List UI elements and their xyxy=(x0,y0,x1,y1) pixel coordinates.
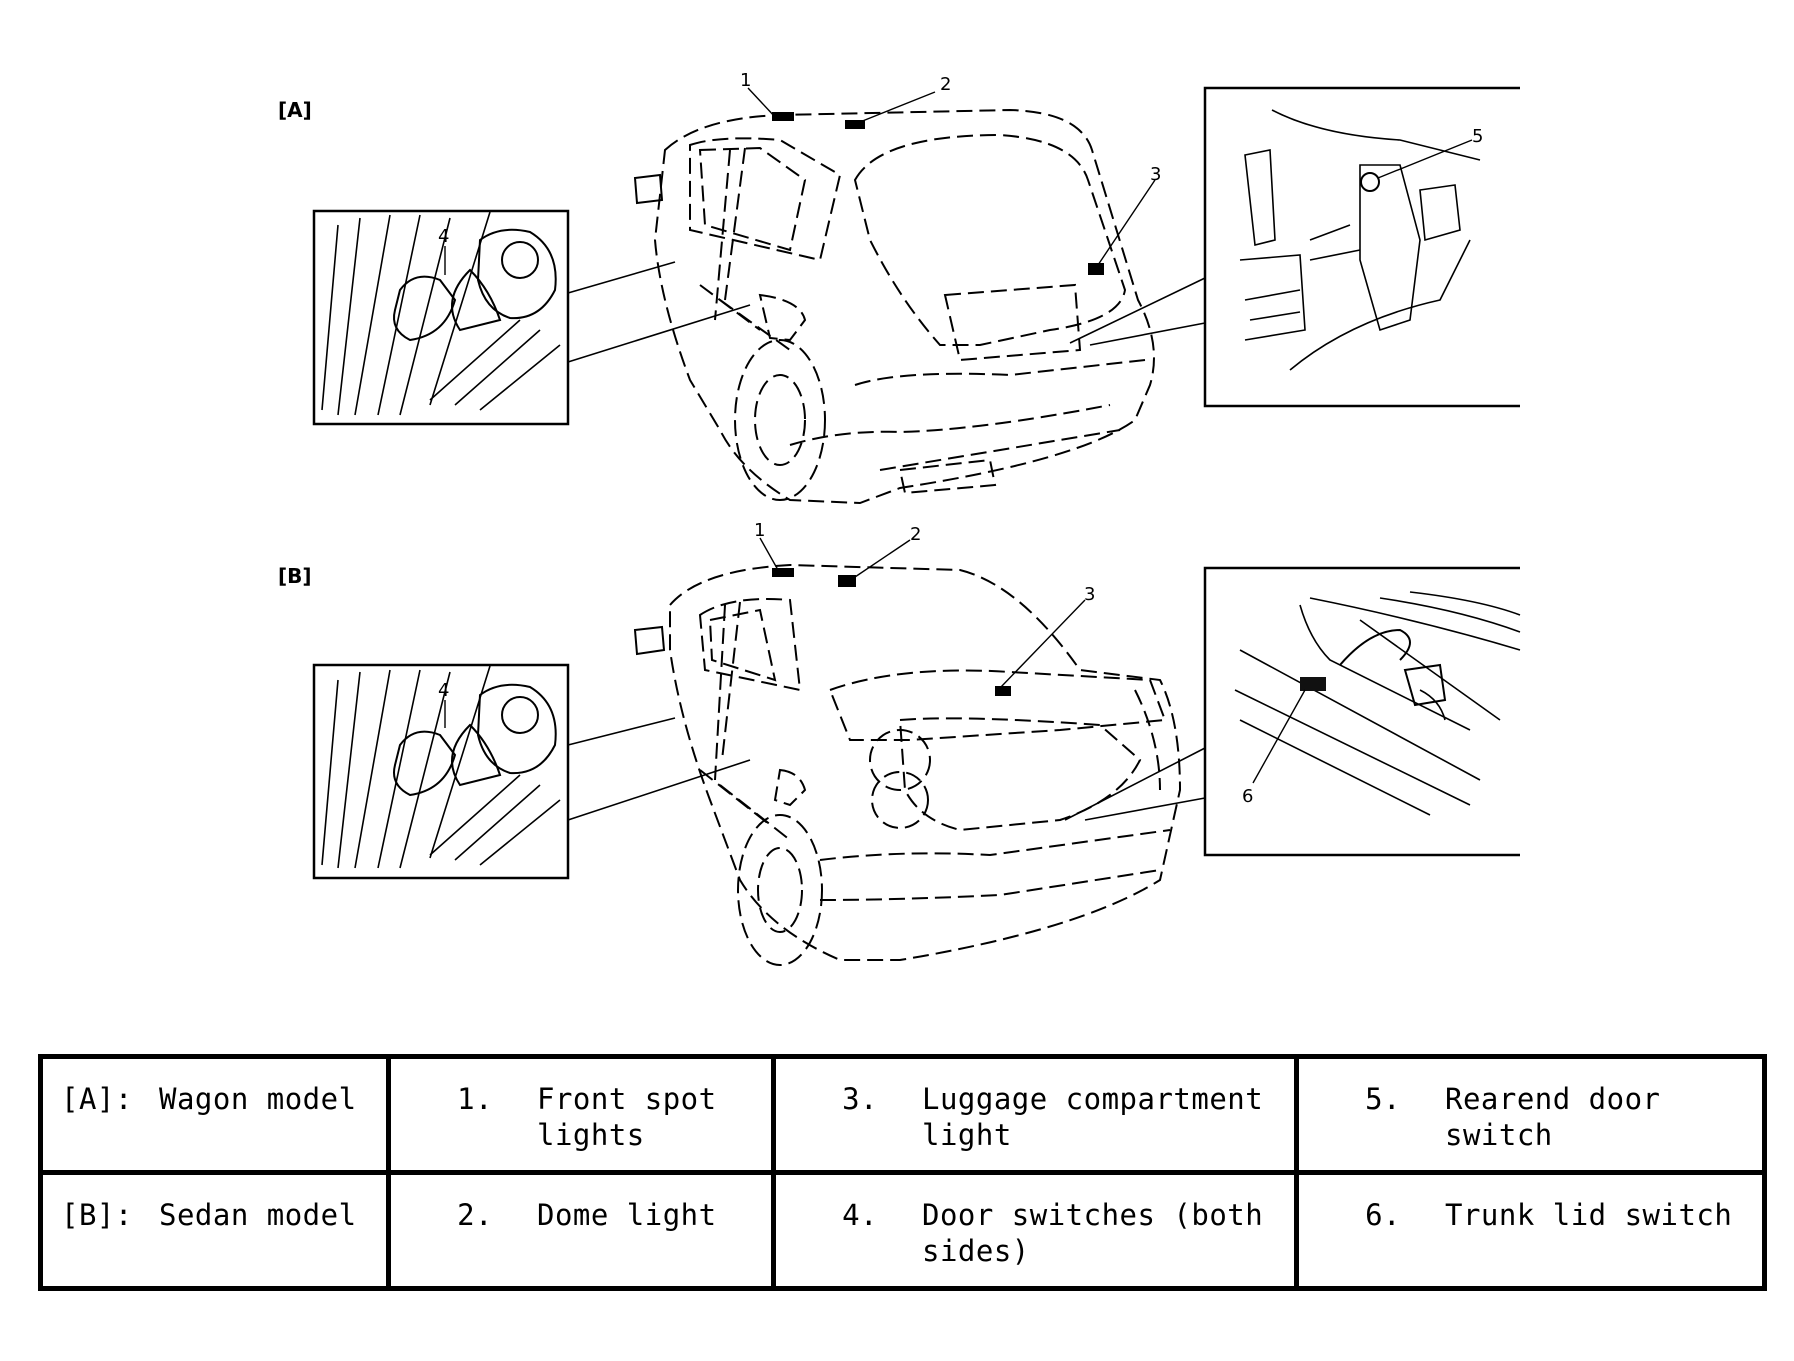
trunk-lid-switch-inset xyxy=(1064,564,1550,859)
sedan-diagram: [B] xyxy=(278,520,1550,966)
wagon-callouts: 1 2 3 4 5 xyxy=(438,70,1483,275)
table-row: [A]: Wagon model 1. Front spot lights 3. Lu… xyxy=(38,1054,1767,1175)
legend-key: 5. xyxy=(1365,1082,1401,1116)
legend-text: Wagon model xyxy=(159,1082,357,1116)
sedan-door-switch-inset xyxy=(312,663,751,880)
legend-key: 3. xyxy=(842,1082,878,1116)
callout-a-3: 3 xyxy=(1150,164,1161,185)
legend-text: Front spot lights xyxy=(537,1082,717,1152)
legend-cell-3: 3. Luggage compartment light xyxy=(771,1054,1299,1175)
legend-text: Door switches (both sides) xyxy=(922,1198,1264,1268)
section-b-label: [B] xyxy=(278,564,312,588)
sedan-callouts: 1 2 3 4 6 xyxy=(438,520,1306,807)
legend-text: Sedan model xyxy=(159,1198,357,1232)
callout-a-1: 1 xyxy=(740,70,751,91)
legend-cell-5: 5. Rearend door switch xyxy=(1294,1054,1767,1175)
legend-text: Dome light xyxy=(537,1198,717,1232)
legend-key: [A]: xyxy=(61,1082,133,1116)
legend-key: 1. xyxy=(457,1082,493,1116)
legend-cell-2: 2. Dome light xyxy=(386,1170,776,1291)
table-row: [B]: Sedan model 2. Dome light 4. Door swit… xyxy=(38,1170,1767,1291)
callout-b-6: 6 xyxy=(1242,786,1253,807)
callout-a-2: 2 xyxy=(940,74,951,95)
callout-b-2: 2 xyxy=(910,524,921,545)
legend-cell-6: 6. Trunk lid switch xyxy=(1294,1170,1767,1291)
legend-key: 2. xyxy=(457,1198,493,1232)
component-location-diagram: [A] xyxy=(278,70,1550,966)
legend-cell-section-b: [B]: Sedan model xyxy=(38,1170,391,1291)
callout-b-4: 4 xyxy=(438,680,449,701)
callout-a-4: 4 xyxy=(438,226,449,247)
rearend-door-switch-inset xyxy=(1069,84,1550,410)
legend-key: 6. xyxy=(1365,1198,1401,1232)
legend-text: Rearend door switch xyxy=(1445,1082,1661,1152)
legend-cell-section-a: [A]: Wagon model xyxy=(38,1054,391,1175)
wagon-door-switch-inset xyxy=(312,209,751,426)
callout-b-1: 1 xyxy=(754,520,765,541)
legend-text: Trunk lid switch xyxy=(1445,1198,1733,1232)
callout-a-5: 5 xyxy=(1472,126,1483,147)
legend-key: 4. xyxy=(842,1198,878,1232)
legend-cell-4: 4. Door switches (both sides) xyxy=(771,1170,1299,1291)
legend-cell-1: 1. Front spot lights xyxy=(386,1054,776,1175)
wagon-diagram: [A] xyxy=(278,70,1550,505)
legend-key: [B]: xyxy=(61,1198,133,1232)
legend-text: Luggage compartment light xyxy=(922,1082,1264,1152)
callout-b-3: 3 xyxy=(1084,584,1095,605)
section-a-label: [A] xyxy=(278,98,312,122)
wagon-car-illustration xyxy=(633,108,1155,505)
sedan-car-illustration xyxy=(633,563,1182,966)
legend-table: [A]: Wagon model 1. Front spot lights 3. Lu… xyxy=(38,1054,1767,1291)
